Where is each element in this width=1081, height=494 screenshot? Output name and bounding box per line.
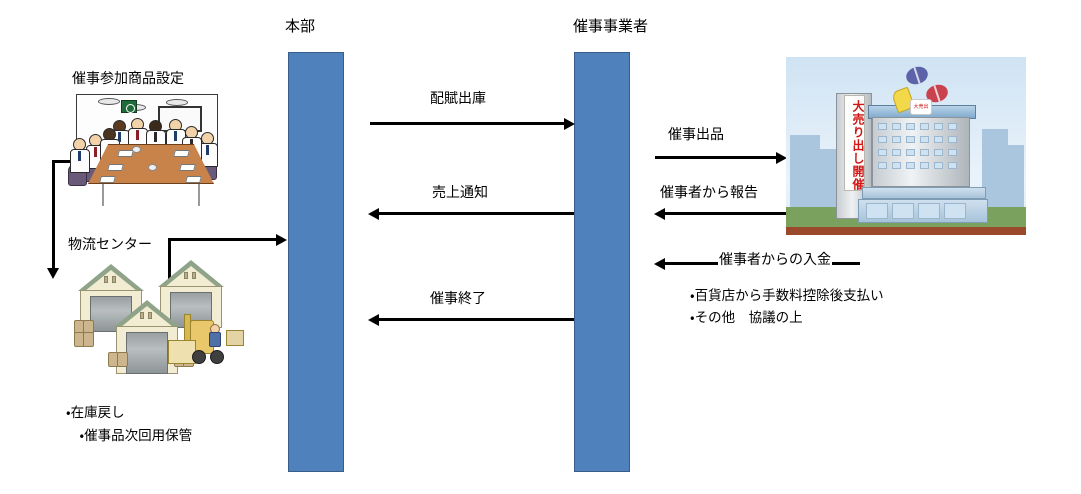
arrowhead-right-icon [776, 151, 787, 164]
connector-warehouse-to-hq-horizontal [168, 238, 278, 241]
cargo-barrel [83, 332, 94, 347]
wall-clock-icon [121, 100, 137, 113]
left-bullet-2: ・催事品次回用保管 [66, 428, 193, 443]
arrowhead-right-icon [564, 117, 575, 130]
right-bullet-2: ・その他 協議の上 [690, 310, 803, 325]
flow-label-saijisha-kara-nyukin: 催事者からの入金 [718, 251, 832, 269]
cup-on-table [148, 164, 157, 171]
right-bullet-1: ・百貨店から手数料控除後支払い [690, 288, 884, 303]
document-on-table [117, 150, 134, 157]
background-building [816, 149, 838, 213]
flow-label-haifu-shukko: 配賦出庫 [430, 90, 486, 106]
background-building [790, 135, 820, 213]
flow-label-saiji-shuppin: 催事出品 [668, 126, 724, 142]
store-podium-upper [862, 187, 986, 199]
flow-arrow-saiji-shuppin [655, 151, 787, 164]
document-on-table [179, 164, 196, 171]
arrowhead-left-icon [368, 313, 379, 326]
arrowhead-right-icon [276, 233, 287, 246]
table-leg [198, 184, 200, 206]
arrowhead-down-icon [47, 268, 59, 279]
flow-arrow-uriage-tsuchi [368, 207, 574, 220]
flow-arrow-haifu-shukko [370, 117, 575, 130]
flow-label-uriage-tsuchi: 売上通知 [432, 184, 488, 200]
cargo-barrel [117, 352, 128, 367]
logistics-center-label: 物流センター [68, 236, 152, 252]
document-on-table [173, 150, 190, 157]
meeting-label: 催事参加商品設定 [72, 70, 184, 86]
flow-label-saijisha-kara-hokoku: 催事者から報告 [660, 184, 758, 200]
document-on-table [99, 176, 116, 183]
meeting-room-image [62, 92, 242, 217]
flow-arrow-saijisha-kara-hokoku [654, 207, 789, 220]
header-label-event-operator: 催事事業者 [573, 18, 649, 35]
table-leg [102, 184, 104, 206]
left-bullet-1: ・在庫戻し [66, 405, 125, 420]
road-strip [786, 227, 1026, 235]
lifeline-bar-headquarters [288, 52, 344, 472]
connector-meeting-to-warehouse-horizontal [52, 160, 74, 163]
document-on-table [185, 176, 202, 183]
cup-on-table [132, 146, 141, 153]
department-store-image: 大売り出し開催中!! [786, 57, 1026, 235]
arrowhead-left-icon [368, 207, 379, 220]
connector-meeting-to-warehouse-vertical [52, 160, 55, 270]
flow-label-saiji-shuryo: 催事終了 [430, 290, 486, 306]
arrowhead-left-icon [654, 207, 665, 220]
lifeline-bar-event-operator [574, 52, 630, 472]
header-label-headquarters: 本部 [285, 18, 316, 35]
warehouse-image [74, 256, 258, 396]
sale-tag-label: 大売出 [910, 99, 932, 115]
flow-arrow-saiji-shuryo [368, 313, 574, 326]
document-on-table [107, 164, 124, 171]
cargo-crate [226, 330, 244, 346]
arrowhead-left-icon [654, 257, 665, 270]
store-banner-text: 大売り出し開催中!! [844, 95, 865, 191]
ceiling-light-icon [166, 99, 188, 106]
background-building [1004, 145, 1024, 213]
ceiling-light-icon [98, 98, 120, 105]
